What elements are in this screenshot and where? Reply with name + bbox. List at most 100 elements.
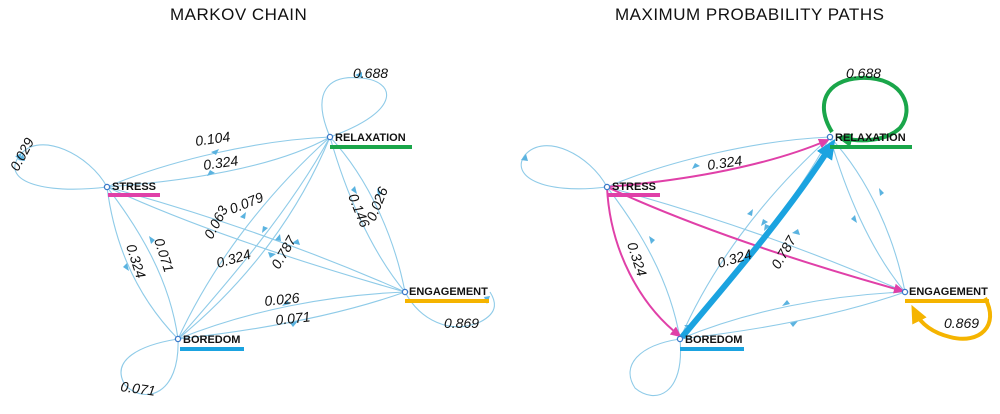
arrowhead [692, 163, 700, 169]
arrowhead [275, 234, 281, 241]
edge-stress-engagement [106, 186, 406, 293]
edge-label-boredom-boredom: 0.071 [120, 378, 157, 399]
arrowhead [649, 236, 655, 244]
edge-engagement-relaxation-r [829, 136, 906, 293]
node-relaxation: RELAXATION [326, 132, 412, 149]
node-label-engagement: ENGAGEMENT [909, 286, 988, 298]
edge-label-relaxation-stress: 0.104 [194, 128, 231, 149]
markov-chain-title: MARKOV CHAIN [170, 5, 308, 24]
edge-engagement-engagement [404, 291, 495, 328]
max-path-label-engagement-engagement: 0.869 [944, 315, 979, 331]
edge-label-engagement-relaxation: 0.026 [363, 184, 391, 223]
node-bar-stress [608, 193, 660, 197]
edge-boredom-boredom [120, 338, 179, 395]
node-bar-boredom [680, 347, 744, 351]
arrowhead [747, 209, 753, 216]
edge-engagement-stress-r [606, 186, 906, 293]
node-label-boredom: BOREDOM [183, 334, 240, 346]
edge-stress-stress [14, 144, 108, 190]
edge-boredom-boredom-r [629, 338, 682, 397]
edge-stress-boredom [106, 186, 179, 340]
arrowhead [292, 239, 300, 245]
node-bar-relaxation [830, 145, 912, 149]
edge-engagement-stress [106, 186, 406, 293]
edge-label-boredom-engagement: 0.071 [275, 308, 312, 328]
node-stress-right: STRESS [603, 181, 660, 197]
node-boredom-right: BOREDOM [676, 334, 744, 351]
node-bar-engagement [405, 299, 489, 303]
node-label-stress: STRESS [612, 181, 656, 193]
node-label-boredom: BOREDOM [685, 334, 742, 346]
node-engagement: ENGAGEMENT [401, 286, 489, 303]
arrowhead [764, 224, 770, 231]
node-label-relaxation: RELAXATION [835, 132, 906, 144]
edge-boredom-engagement-r [679, 291, 906, 340]
edge-label-stress-stress: 0.029 [7, 135, 38, 174]
node-engagement-right: ENGAGEMENT [901, 286, 989, 303]
edge-relaxation-relaxation [321, 77, 388, 138]
edge-stress-stress-r [520, 145, 608, 190]
max-path-label-relaxation-relaxation: 0.688 [846, 65, 881, 81]
node-boredom: BOREDOM [174, 334, 244, 351]
node-bar-relaxation [330, 145, 412, 149]
arrowhead [351, 186, 357, 194]
edge-relaxation-engagement-r [829, 136, 906, 293]
node-bar-stress [108, 193, 160, 197]
arrowhead [207, 170, 215, 176]
edge-boredom-relaxation-r [679, 136, 831, 340]
max-path-label-stress-relaxation: 0.324 [706, 152, 743, 173]
edge-relaxation-stress-r [606, 136, 831, 188]
edge-label-boredom-stress: 0.071 [151, 236, 177, 274]
max-path-boredom-relaxation [679, 138, 836, 339]
edge-boredom-stress [106, 186, 179, 340]
edge-boredom-stress-r [606, 186, 681, 340]
edge-relaxation-boredom [177, 136, 331, 340]
arrowhead [262, 226, 268, 233]
arrowhead [211, 149, 219, 155]
node-stress: STRESS [103, 181, 160, 197]
arrowhead [240, 212, 246, 219]
edge-boredom-relaxation-a [177, 136, 331, 340]
arrowhead [290, 321, 298, 327]
edge-stress-relaxation [106, 136, 331, 188]
arrowhead [282, 300, 290, 306]
edge-label-engagement-engagement: 0.869 [444, 315, 479, 331]
edge-label-relaxation-relaxation: 0.688 [353, 65, 388, 81]
node-bar-engagement [905, 299, 989, 303]
edge-relaxation-engagement [329, 136, 406, 293]
edge-boredom-relaxation-b [177, 136, 331, 340]
node-label-stress: STRESS [112, 181, 156, 193]
edge-label-relaxation-boredom: 0.079 [227, 189, 266, 217]
max-path-relaxation-relaxation [821, 75, 909, 148]
edge-label-engagement-boredom: 0.026 [264, 289, 301, 309]
arrowhead [521, 154, 528, 161]
edge-engagement-relaxation [329, 136, 406, 293]
arrowhead [355, 72, 362, 78]
edge-label-stress-boredom: 0.324 [123, 242, 149, 280]
edge-engagement-boredom-r [679, 291, 906, 340]
arrowhead [790, 321, 798, 327]
arrowhead [879, 188, 884, 196]
edge-engagement-boredom [177, 291, 406, 340]
max-path-stress-relaxation [606, 138, 830, 188]
edge-label-stress-relaxation: 0.324 [202, 152, 239, 173]
max-probability-paths-title: MAXIMUM PROBABILITY PATHS [615, 5, 885, 24]
max-path-label-stress-engagement: 0.324 [715, 246, 753, 271]
node-relaxation-right: RELAXATION [826, 132, 912, 149]
edge-boredom-engagement [177, 291, 406, 340]
node-label-relaxation: RELAXATION [335, 132, 406, 144]
max-path-stress-boredom [606, 186, 682, 338]
node-label-engagement: ENGAGEMENT [409, 286, 488, 298]
arrowhead [792, 229, 800, 235]
max-path-engagement-engagement [911, 297, 992, 341]
arrowhead [123, 263, 129, 271]
arrowhead [268, 252, 276, 258]
edge-label-stress-engagement: 0.324 [214, 246, 252, 271]
arrowhead [761, 219, 768, 226]
arrowhead [149, 236, 155, 244]
arrowhead [782, 300, 790, 306]
node-bar-boredom [180, 347, 244, 351]
arrowhead [18, 154, 25, 161]
arrowhead [851, 215, 857, 223]
